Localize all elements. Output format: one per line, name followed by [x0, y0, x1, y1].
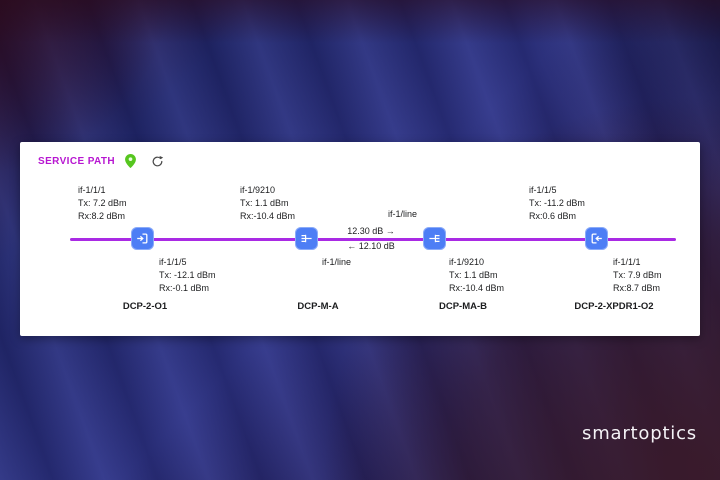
- rx-power: Rx:8.2 dBm: [78, 211, 126, 221]
- interface-name: if-1/1/5: [529, 185, 557, 195]
- refresh-icon[interactable]: [151, 155, 164, 168]
- interface-name: if-1/9210: [240, 185, 276, 195]
- node-name-dcp-2-xpdr1-o2: DCP-2-XPDR1-O2: [574, 301, 654, 312]
- panel-header: SERVICE PATH: [38, 153, 164, 169]
- tx-power: Tx: 7.9 dBm: [613, 270, 662, 280]
- rx-power: Rx:-10.4 dBm: [449, 283, 505, 293]
- rx-power: Rx:-10.4 dBm: [240, 211, 296, 221]
- service-path-diagram: if-1/1/1 Tx: 7.2 dBm Rx:8.2 dBm if-1/921…: [20, 142, 700, 336]
- transponder-icon-mirrored: [591, 233, 602, 244]
- port-label-top-dcp-m-a: if-1/9210 Tx: 1.1 dBm Rx:-10.4 dBm: [240, 184, 295, 223]
- smartoptics-logo: smartoptics: [582, 423, 697, 444]
- node-icon-mux-dcp-m-a[interactable]: [295, 227, 318, 250]
- interface-name: if-1/1/5: [159, 257, 187, 267]
- port-label-bottom-dcp-ma-b: if-1/9210 Tx: 1.1 dBm Rx:-10.4 dBm: [449, 256, 504, 295]
- node-name-dcp-ma-b: DCP-MA-B: [438, 301, 488, 312]
- node-icon-transponder-dcp-2-xpdr1-o2[interactable]: [585, 227, 608, 250]
- interface-name: if-1/1/1: [78, 185, 106, 195]
- interface-name: if-1/line: [322, 257, 352, 267]
- span-loss-reverse: ← 12.10 dB: [347, 241, 395, 251]
- rx-power: Rx:8.7 dBm: [613, 283, 661, 293]
- port-label-bottom-dcp-2-o1: if-1/1/5 Tx: -12.1 dBm Rx:-0.1 dBm: [159, 256, 216, 295]
- node-icon-mux-dcp-ma-b[interactable]: [423, 227, 446, 250]
- port-label-bottom-dcp-m-a: if-1/line: [322, 256, 351, 269]
- tx-power: Tx: 1.1 dBm: [240, 198, 289, 208]
- rx-power: Rx:0.6 dBm: [529, 211, 577, 221]
- node-name-dcp-2-o1: DCP-2-O1: [122, 301, 168, 312]
- multiplexer-icon: [301, 234, 312, 243]
- interface-name: if-1/line: [388, 209, 418, 219]
- rx-power: Rx:-0.1 dBm: [159, 283, 210, 293]
- service-path-panel: SERVICE PATH: [20, 142, 700, 336]
- panel-title: SERVICE PATH: [38, 155, 116, 167]
- port-label-top-dcp-ma-b: if-1/line: [388, 208, 417, 221]
- location-pin-icon[interactable]: [124, 153, 137, 169]
- multiplexer-icon-mirrored: [429, 234, 440, 243]
- port-label-bottom-dcp-2-xpdr1-o2: if-1/1/1 Tx: 7.9 dBm Rx:8.7 dBm: [613, 256, 662, 295]
- tx-power: Tx: 1.1 dBm: [449, 270, 498, 280]
- tx-power: Tx: -12.1 dBm: [159, 270, 216, 280]
- interface-name: if-1/9210: [449, 257, 485, 267]
- fiber-path-line: [70, 238, 676, 241]
- node-name-dcp-m-a: DCP-M-A: [297, 301, 339, 312]
- tx-power: Tx: 7.2 dBm: [78, 198, 127, 208]
- tx-power: Tx: -11.2 dBm: [529, 198, 585, 208]
- interface-name: if-1/1/1: [613, 257, 641, 267]
- port-label-top-dcp-2-o1: if-1/1/1 Tx: 7.2 dBm Rx:8.2 dBm: [78, 184, 127, 223]
- node-icon-transponder-dcp-2-o1[interactable]: [131, 227, 154, 250]
- span-loss-forward: 12.30 dB →: [347, 226, 395, 236]
- port-label-top-dcp-2-xpdr1-o2: if-1/1/5 Tx: -11.2 dBm Rx:0.6 dBm: [529, 184, 585, 223]
- transponder-icon: [137, 233, 148, 244]
